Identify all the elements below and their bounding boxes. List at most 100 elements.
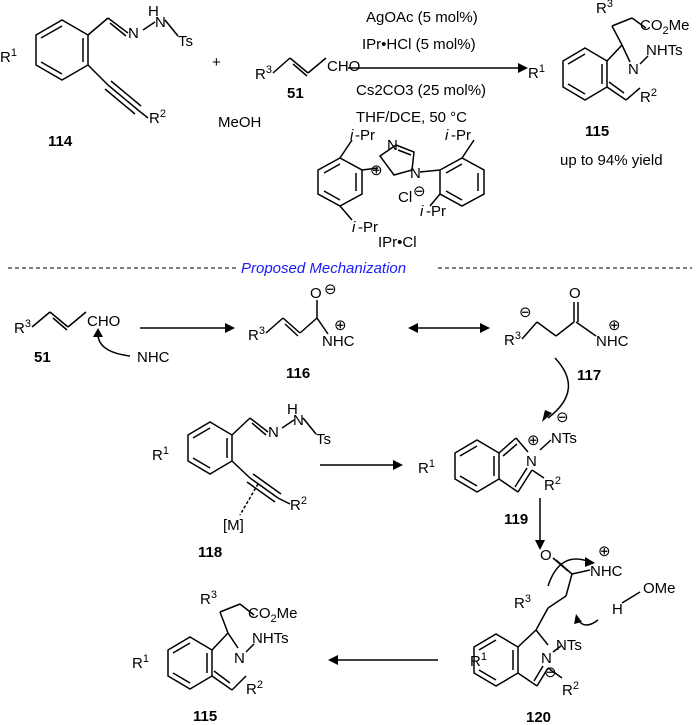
metal-label: [M] — [223, 517, 244, 534]
svg-text:CHO: CHO — [87, 313, 120, 330]
ipr-structure: N N ⊕ i-Pr i-Pr i-Pr i-Pr Cl ⊖ IPr•Cl — [317, 127, 485, 251]
svg-text:⊕: ⊕ — [370, 162, 383, 179]
svg-text:N: N — [234, 650, 245, 667]
svg-text:⊖: ⊖ — [413, 183, 426, 200]
svg-text:NTs: NTs — [551, 430, 577, 447]
label-120: 120 — [526, 709, 551, 725]
svg-text:⊕: ⊕ — [598, 543, 611, 560]
svg-text:N: N — [526, 453, 537, 470]
svg-text:CHO: CHO — [327, 58, 360, 75]
svg-text:⊕: ⊕ — [334, 317, 347, 334]
compound-51-mech: R3 CHO 51 — [14, 311, 120, 366]
svg-text:R1: R1 — [528, 63, 545, 82]
svg-text:R3: R3 — [255, 64, 272, 83]
compound-114: R1 N H N Ts R2 114 — [0, 3, 193, 150]
svg-text:i: i — [352, 219, 356, 236]
svg-text:⊕: ⊕ — [608, 317, 621, 334]
ome-label: OMe — [643, 580, 676, 597]
svg-text:R3: R3 — [248, 325, 265, 344]
svg-text:CO2Me: CO2Me — [248, 605, 297, 625]
label-115-top: 115 — [585, 123, 609, 140]
label-118: 118 — [198, 544, 222, 561]
svg-text:NHC: NHC — [590, 563, 623, 580]
svg-text:-Pr: -Pr — [426, 203, 446, 220]
svg-text:N: N — [268, 424, 279, 441]
svg-text:CO2Me: CO2Me — [640, 17, 689, 37]
label-51-mech: 51 — [34, 349, 51, 366]
svg-text:R2: R2 — [640, 87, 657, 106]
resonance-arrow — [408, 323, 490, 333]
compound-51-top: R3 CHO 51 — [255, 57, 360, 102]
svg-text:R2: R2 — [246, 679, 263, 698]
svg-text:-Pr: -Pr — [355, 127, 375, 144]
svg-text:H: H — [148, 3, 159, 20]
svg-text:N: N — [155, 14, 166, 31]
cond-line3: Cs2CO3 (25 mol%) — [356, 82, 486, 99]
section-title: Proposed Mechanization — [241, 260, 406, 277]
svg-text:R3: R3 — [200, 589, 217, 608]
svg-text:⊖: ⊖ — [556, 409, 569, 426]
plus-sign: + — [212, 54, 221, 71]
svg-text:H: H — [287, 401, 298, 418]
svg-text:i: i — [420, 203, 424, 220]
svg-text:R1: R1 — [418, 458, 435, 477]
compound-117: ⊖ R3 O NHC ⊕ 117 — [504, 285, 629, 384]
label-117: 117 — [577, 367, 601, 384]
svg-text:NHTs: NHTs — [252, 630, 289, 647]
label-119: 119 — [504, 511, 528, 528]
svg-text:NHC: NHC — [596, 333, 629, 350]
svg-text:⊖: ⊖ — [519, 304, 532, 321]
svg-text:N: N — [128, 25, 139, 42]
svg-text:R2: R2 — [544, 475, 561, 494]
svg-text:R3: R3 — [514, 593, 531, 612]
svg-text:N: N — [541, 650, 552, 667]
cond-line2: IPr•HCl (5 mol%) — [362, 36, 476, 53]
svg-text:Ts: Ts — [316, 431, 331, 448]
curved-arrow-nhc — [97, 333, 131, 357]
curved-arrow-120a — [547, 558, 591, 587]
svg-text:N: N — [628, 61, 639, 78]
label-114: 114 — [48, 133, 73, 150]
compound-119: R1 N ⊕ NTs ⊖ R2 119 — [418, 409, 577, 528]
label-115-bottom: 115 — [193, 708, 217, 725]
svg-text:R3: R3 — [596, 0, 613, 17]
yield-text: up to 94% yield — [560, 152, 663, 169]
svg-text:R1: R1 — [470, 651, 487, 670]
svg-text:N: N — [410, 165, 421, 182]
svg-text:O: O — [540, 547, 552, 564]
curved-arrow-117-119 — [547, 357, 570, 419]
compound-115-bottom: R1 R3 CO2Me N NHTs R2 115 — [132, 589, 297, 725]
svg-text:i: i — [350, 127, 354, 144]
nhc-51: NHC — [137, 349, 170, 366]
svg-text:Cl: Cl — [398, 189, 412, 206]
svg-text:R2: R2 — [149, 108, 166, 127]
svg-text:NHTs: NHTs — [646, 42, 683, 59]
svg-text:R2: R2 — [562, 680, 579, 699]
svg-text:N: N — [387, 137, 398, 154]
svg-text:i: i — [445, 127, 449, 144]
svg-text:R3: R3 — [504, 330, 521, 349]
compound-118: R1 N H N Ts R2 [M] 118 — [152, 401, 331, 561]
svg-text:⊖: ⊖ — [544, 664, 557, 681]
svg-text:R1: R1 — [0, 47, 17, 66]
svg-text:NHC: NHC — [322, 333, 355, 350]
compound-116: R3 O ⊖ NHC ⊕ 116 — [248, 281, 355, 382]
svg-text:R2: R2 — [290, 495, 307, 514]
compound-120: R3 O NHC ⊕ R1 N NTs ⊖ R2 OMe H 120 — [470, 543, 676, 725]
svg-text:R3: R3 — [14, 318, 31, 337]
svg-text:⊖: ⊖ — [324, 281, 337, 298]
cond-line4: THF/DCE, 50 °C — [356, 109, 467, 126]
compound-115-top: R1 R3 CO2Me N NHTs R2 115 — [528, 0, 689, 140]
svg-text:R1: R1 — [152, 445, 169, 464]
svg-text:⊕: ⊕ — [527, 432, 540, 449]
cond-line1: AgOAc (5 mol%) — [366, 9, 478, 26]
svg-text:NTs: NTs — [556, 637, 582, 654]
svg-text:O: O — [310, 285, 322, 302]
svg-text:N: N — [293, 412, 304, 429]
label-51-top: 51 — [287, 85, 304, 102]
svg-text:O: O — [569, 285, 581, 302]
svg-text:-Pr: -Pr — [451, 127, 471, 144]
svg-text:-Pr: -Pr — [358, 219, 378, 236]
